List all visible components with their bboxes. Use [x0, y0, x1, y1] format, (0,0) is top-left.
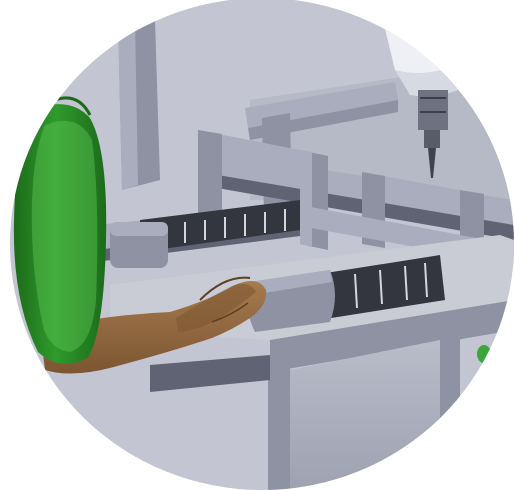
forearm [40, 276, 267, 374]
lower-rail-teeth [329, 262, 428, 313]
lower-shelf [150, 355, 270, 392]
front-bracket-right-face [300, 150, 312, 247]
upper-rail [140, 200, 300, 252]
front-leg [268, 368, 290, 490]
green-arm-cushion [13, 96, 107, 364]
front-bracket-top [198, 130, 300, 170]
top-rail-under [200, 172, 514, 240]
upper-cylinder [110, 222, 168, 268]
right-leg [440, 316, 460, 490]
rear-bracket-top [362, 172, 470, 212]
front-bracket-left [198, 130, 222, 220]
green-indicator [477, 345, 491, 363]
top-rail [200, 150, 514, 225]
lower-cylinder [246, 270, 335, 332]
left-post-face [118, 20, 138, 190]
